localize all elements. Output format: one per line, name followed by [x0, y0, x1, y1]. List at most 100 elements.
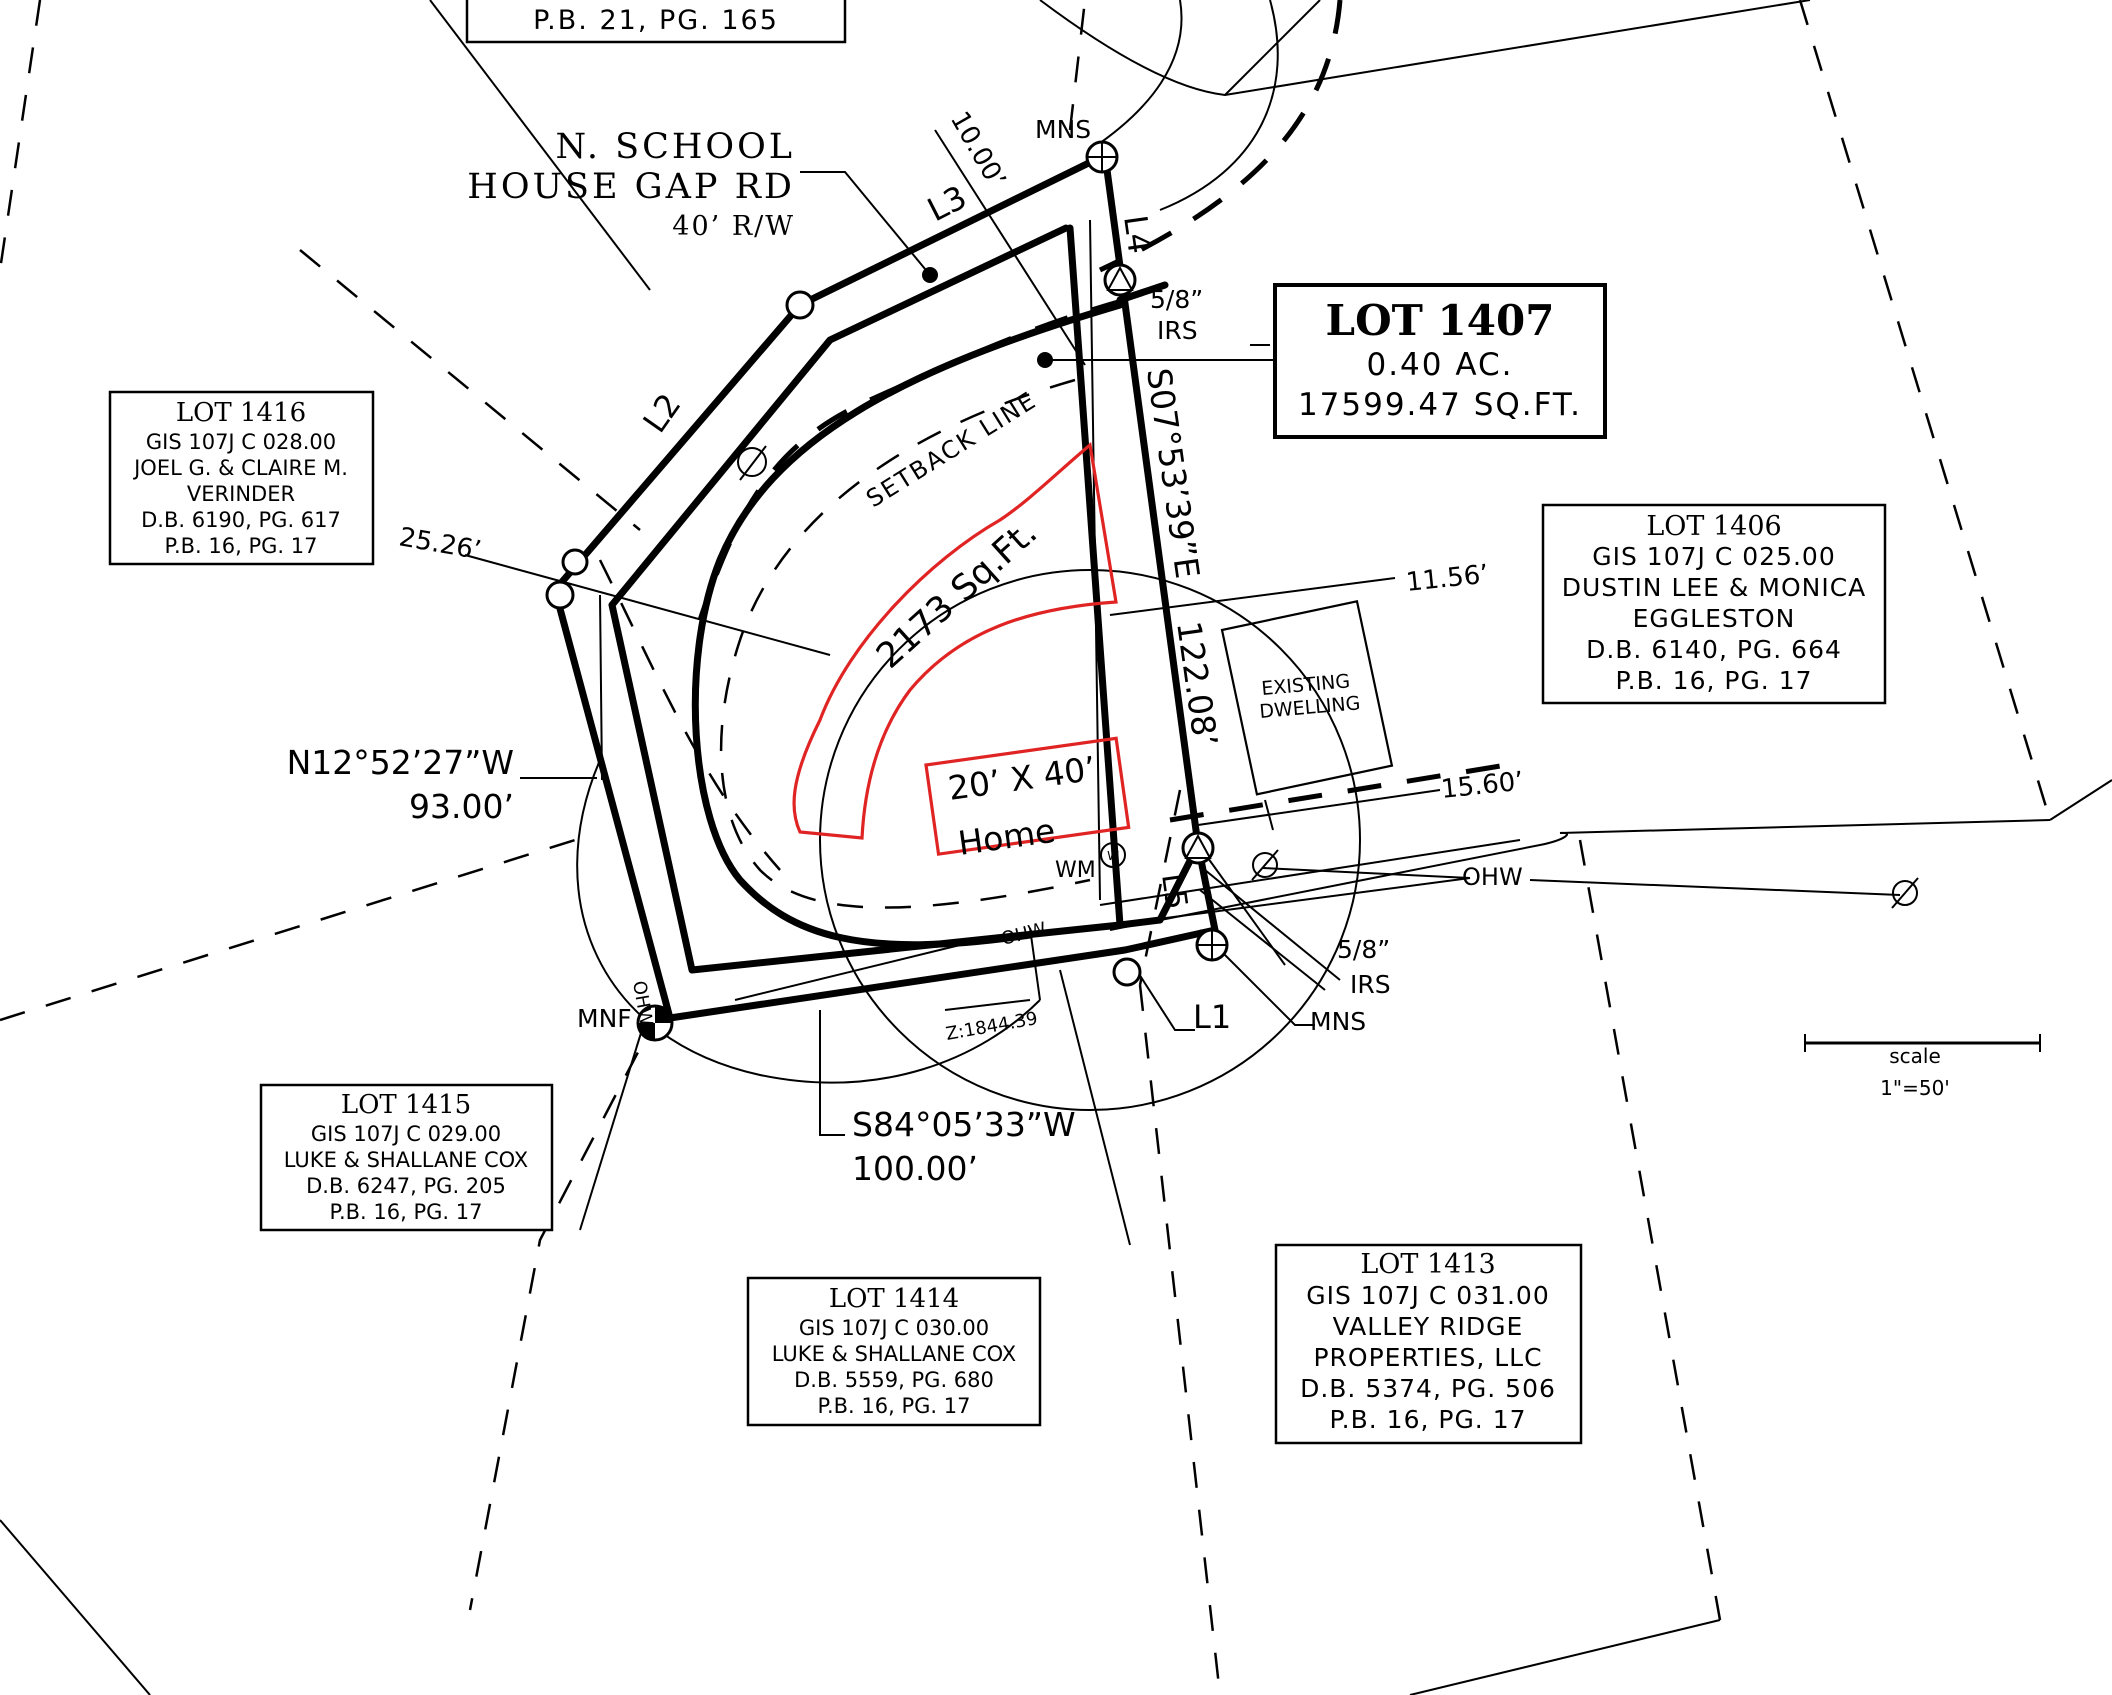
- mns-bottom-marker: [1195, 928, 1229, 962]
- lot-1406-line: GIS 107J C 025.00: [1592, 542, 1835, 571]
- south-bearing: S84°05’33”W: [852, 1105, 1076, 1144]
- ohw-label-mid: OHW: [999, 918, 1048, 949]
- dim-11: 11.56’: [1405, 559, 1490, 597]
- utility-pole-icon: [737, 445, 767, 481]
- top-partial-label: P.B. 21, PG. 165: [465, 0, 847, 44]
- lot-1414-line: D.B. 5559, PG. 680: [794, 1368, 994, 1392]
- home-label-line2: Home: [956, 811, 1058, 863]
- utility-pole-icon: [1251, 849, 1279, 881]
- mns-top-label: MNS: [1035, 115, 1091, 144]
- lot-1415-line: P.B. 16, PG. 17: [330, 1200, 483, 1224]
- irs-bottom-label-size: 5/8”: [1337, 935, 1390, 964]
- lot-1416-line: GIS 107J C 028.00: [146, 430, 336, 454]
- corner-circle: [785, 290, 815, 320]
- subject-lot-label: LOT 1407 0.40 AC. 17599.47 SQ.FT.: [1273, 283, 1607, 439]
- line-label-l5: L5: [1154, 871, 1194, 911]
- scale-bar: scale 1"=50': [1804, 1034, 2041, 1100]
- dot-marker: [1037, 352, 1053, 368]
- lot-1413-line: PROPERTIES, LLC: [1313, 1343, 1542, 1372]
- scale-value: 1"=50': [1880, 1076, 1950, 1100]
- top-partial-text: P.B. 21, PG. 165: [533, 5, 779, 36]
- lot-1414-line: P.B. 16, PG. 17: [818, 1394, 971, 1418]
- monuments: W: [545, 140, 1919, 1042]
- west-distance: 93.00’: [409, 787, 514, 826]
- corner-circle: [1112, 957, 1142, 987]
- area-label: 2173 Sq.Ft.: [869, 513, 1045, 677]
- scale-label: scale: [1889, 1044, 1941, 1068]
- lot-1413-line: P.B. 16, PG. 17: [1329, 1405, 1526, 1434]
- irs-top-label-size: 5/8”: [1150, 285, 1203, 314]
- line-label-l2: L2: [635, 387, 688, 440]
- subject-lot-title: LOT 1407: [1326, 296, 1555, 345]
- lot-1414-label: LOT 1414 GIS 107J C 030.00 LUKE & SHALLA…: [746, 1276, 1042, 1427]
- lot-1406-line: P.B. 16, PG. 17: [1615, 666, 1812, 695]
- lot-1414-title: LOT 1414: [829, 1284, 959, 1314]
- lot-1406-label: LOT 1406 GIS 107J C 025.00 DUSTIN LEE & …: [1541, 503, 1887, 705]
- lot-1416-line: P.B. 16, PG. 17: [165, 534, 318, 558]
- water-meter-symbol: W: [1107, 849, 1119, 863]
- ohw-label-right: OHW: [1462, 863, 1523, 891]
- subject-lot-acres: 0.40 AC.: [1366, 347, 1513, 383]
- utility-pole-icon: [1891, 877, 1919, 909]
- road-name-line2: HOUSE GAP RD: [467, 167, 795, 207]
- proposed-footprint: [792, 441, 1131, 856]
- lot-1406-title: LOT 1406: [1646, 511, 1781, 542]
- dot-marker: [922, 267, 938, 283]
- setback-lines: [697, 297, 1526, 909]
- dim-15: 15.60’: [1440, 766, 1525, 804]
- bearing-labels: N12°52’27”W 93.00’ S84°05’33”W 100.00’ S…: [287, 366, 1226, 1188]
- overhead-wire: [579, 219, 1901, 1246]
- mnf-label: MNF: [577, 1004, 632, 1033]
- west-bearing: N12°52’27”W: [287, 743, 514, 782]
- lot-1406-line: EGGLESTON: [1633, 604, 1796, 633]
- dimension-leaders: [464, 129, 1441, 1011]
- subject-lot-sqft: 17599.47 SQ.FT.: [1298, 387, 1582, 423]
- lot-1413-line: GIS 107J C 031.00: [1306, 1281, 1549, 1310]
- lot-1416-line: JOEL G. & CLAIRE M.: [132, 456, 348, 480]
- lot-1413-line: D.B. 5374, PG. 506: [1300, 1374, 1556, 1403]
- lot-1413-line: VALLEY RIDGE: [1333, 1312, 1524, 1341]
- setback-label: SETBACK LINE: [861, 386, 1041, 513]
- water-meter-icon: W: [1100, 842, 1126, 868]
- lot-1414-line: GIS 107J C 030.00: [799, 1316, 989, 1340]
- irs-bottom-marker: [1181, 831, 1215, 865]
- lot-1416-line: D.B. 6190, PG. 617: [141, 508, 341, 532]
- mns-bottom-label: MNS: [1310, 1007, 1366, 1036]
- lot-1416-title: LOT 1416: [176, 398, 306, 428]
- ohw-label-left: OHW: [628, 979, 657, 1028]
- corner-circle: [545, 580, 575, 610]
- existing-dwelling: [1220, 600, 1394, 796]
- lot-1416-label: LOT 1416 GIS 107J C 028.00 JOEL G. & CLA…: [108, 390, 375, 566]
- irs-top-marker: [1103, 263, 1137, 297]
- lot-1406-line: D.B. 6140, PG. 664: [1586, 635, 1842, 664]
- irs-bottom-label: IRS: [1350, 970, 1391, 999]
- lot-1415-title: LOT 1415: [341, 1090, 471, 1120]
- lot-1406-line: DUSTIN LEE & MONICA: [1562, 573, 1867, 602]
- irs-top-label: IRS: [1157, 316, 1198, 345]
- lot-1413-label: LOT 1413 GIS 107J C 031.00 VALLEY RIDGE …: [1274, 1243, 1583, 1445]
- road-name-line1: N. SCHOOL: [555, 127, 795, 167]
- radius-arcs: [576, 559, 1361, 1111]
- line-label-l1: L1: [1193, 998, 1231, 1036]
- lot-1415-line: D.B. 6247, PG. 205: [306, 1174, 506, 1198]
- south-distance: 100.00’: [852, 1149, 978, 1188]
- lot-1413-title: LOT 1413: [1360, 1249, 1495, 1280]
- wm-label: WM: [1055, 858, 1096, 883]
- lot-1414-line: LUKE & SHALLANE COX: [772, 1342, 1016, 1366]
- mnf-marker: [636, 1004, 674, 1042]
- corner-circle: [561, 548, 589, 576]
- mns-top-marker: [1085, 140, 1119, 174]
- road-edges: [1089, 0, 1343, 273]
- dim-25: 25.26’: [397, 522, 484, 566]
- line-label-l4: L4: [1116, 213, 1159, 256]
- road-label: N. SCHOOL HOUSE GAP RD 40’ R/W: [467, 127, 795, 242]
- lot-1415-label: LOT 1415 GIS 107J C 029.00 LUKE & SHALLA…: [259, 1083, 554, 1232]
- lot-1416-line: VERINDER: [187, 482, 295, 506]
- road-row: 40’ R/W: [672, 211, 795, 242]
- callout-leaders: [520, 171, 1326, 1136]
- east-distance: 122.08’: [1169, 619, 1225, 749]
- lot-1415-line: LUKE & SHALLANE COX: [284, 1148, 528, 1172]
- lot-1415-line: GIS 107J C 029.00: [311, 1122, 501, 1146]
